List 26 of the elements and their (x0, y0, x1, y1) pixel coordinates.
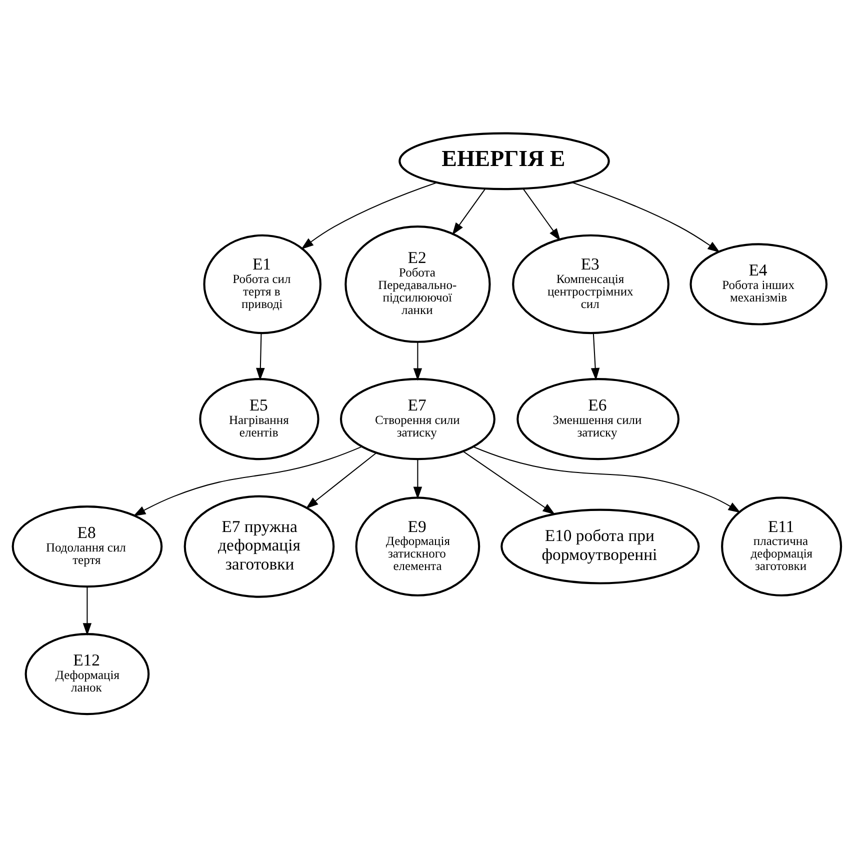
arrow (522, 188, 560, 240)
node-ellipse: E7 Створення сили затиску (340, 378, 496, 460)
arrow (572, 182, 720, 252)
arrow (256, 332, 265, 380)
arrow (82, 586, 92, 636)
arrow (473, 446, 741, 512)
arrow (413, 458, 422, 499)
node-ellipse: E5 Нагрівання елентів (199, 378, 320, 460)
arrow (590, 332, 600, 380)
arrow (301, 182, 437, 249)
arrow (133, 446, 362, 516)
node-ellipse: E9 Деформація затискного елемента (355, 496, 480, 596)
node-ellipse: E11 пластична деформація заготовки (721, 496, 842, 596)
node-ellipse: E1 Робота сил тертя в приводі (203, 234, 322, 334)
node-ellipse: E7 пружна деформація заготовки (184, 494, 335, 598)
node-ellipse: E4 Робота інших механізмів (690, 242, 828, 325)
node-ellipse: ЕНЕРГІЯ Е (398, 132, 610, 190)
node-ellipse: E10 робота при формоутворенні (500, 508, 700, 584)
node-ellipse: E6 Зменшення сили затиску (516, 378, 680, 460)
arrow (462, 450, 556, 514)
arrow (306, 452, 377, 508)
arrow (413, 341, 422, 380)
node-ellipse: E3 Компенсація центрострімних сил (512, 234, 670, 334)
arrow (452, 188, 486, 235)
node-ellipse: E12 Деформація ланок (24, 632, 150, 715)
node-ellipse: E2 Робота Передавально-підсилюючої ланки (344, 225, 491, 342)
